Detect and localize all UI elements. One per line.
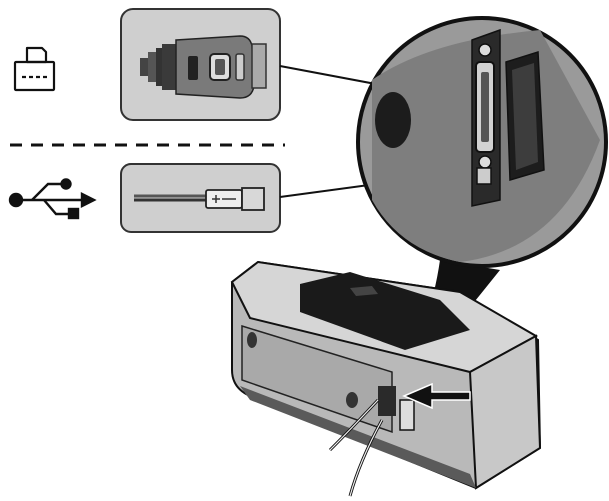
pointer-arrow [402,382,471,410]
zoom-callout [356,16,608,380]
usb-connector-image [134,187,265,211]
usb-connector-panel [120,163,281,233]
parallel-connector-panel [120,8,281,121]
printer-illustration [230,260,542,497]
parallel-connector-image [140,35,267,99]
usb-icon [8,178,97,220]
printer-parallel-icon [13,46,56,92]
